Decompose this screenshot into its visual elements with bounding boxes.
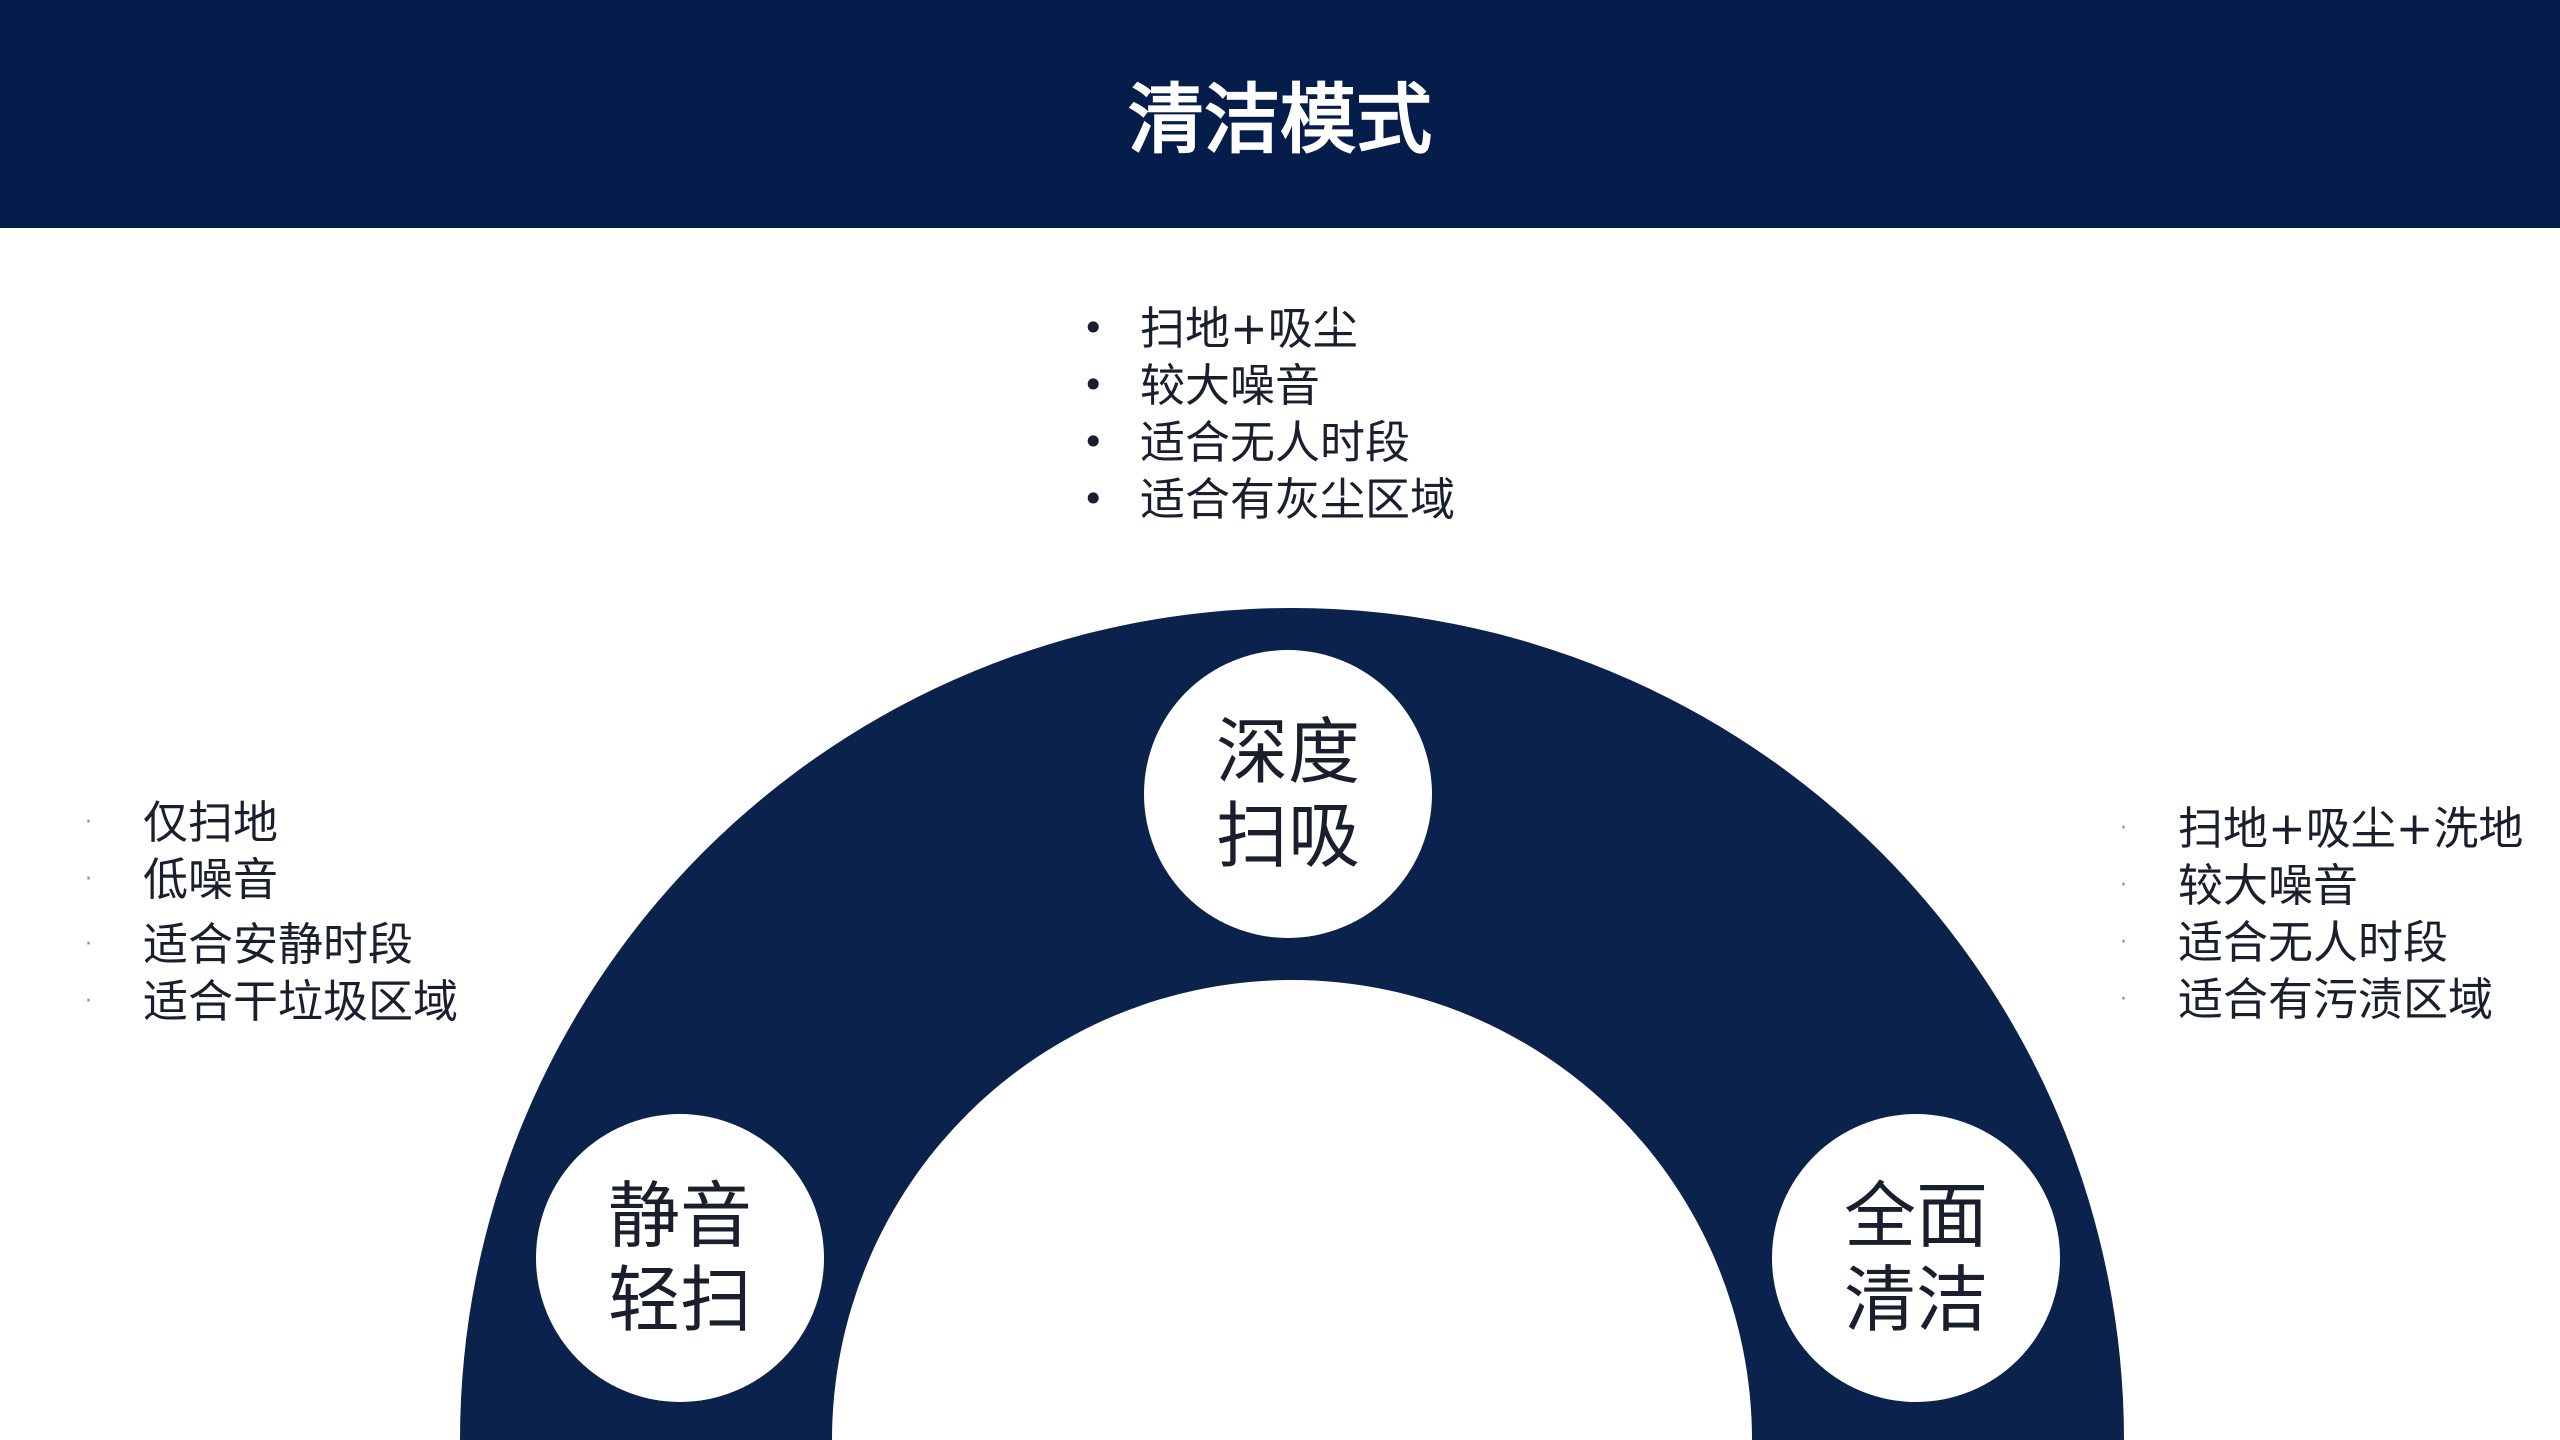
list-item: 仅扫地 — [85, 794, 458, 851]
arch-band — [460, 608, 2124, 1440]
page-title: 清洁模式 — [1128, 75, 1432, 164]
list-item: 较大噪音 — [1082, 357, 1455, 414]
full-mode-label: 全面清洁 — [1843, 1174, 1988, 1342]
list-item: 适合有灰尘区域 — [1082, 471, 1455, 528]
list-item: 适合安静时段 — [85, 916, 458, 973]
deep-features-list: 扫地+吸尘 较大噪音 适合无人时段 适合有灰尘区域 — [1082, 300, 1455, 528]
list-item: 适合有污渍区域 — [2120, 971, 2523, 1028]
list-item: 适合无人时段 — [1082, 414, 1455, 471]
list-item: 扫地+吸尘 — [1082, 300, 1455, 357]
list-item: 扫地+吸尘+洗地 — [2120, 800, 2523, 857]
title-bar: 清洁模式 — [0, 0, 2560, 228]
list-item: 适合干垃圾区域 — [85, 973, 458, 1030]
list-item: 较大噪音 — [2120, 857, 2523, 914]
quiet-mode-circle: 静音轻扫 — [536, 1114, 824, 1402]
deep-mode-circle: 深度扫吸 — [1144, 650, 1432, 938]
full-features-list: 扫地+吸尘+洗地 较大噪音 适合无人时段 适合有污渍区域 — [2120, 800, 2523, 1028]
list-item: 适合无人时段 — [2120, 914, 2523, 971]
full-mode-circle: 全面清洁 — [1772, 1114, 2060, 1402]
list-item: 低噪音 — [85, 851, 458, 908]
quiet-features-list: 仅扫地 低噪音 适合安静时段 适合干垃圾区域 — [85, 794, 458, 1030]
quiet-mode-label: 静音轻扫 — [607, 1174, 752, 1342]
deep-mode-label: 深度扫吸 — [1215, 710, 1360, 878]
